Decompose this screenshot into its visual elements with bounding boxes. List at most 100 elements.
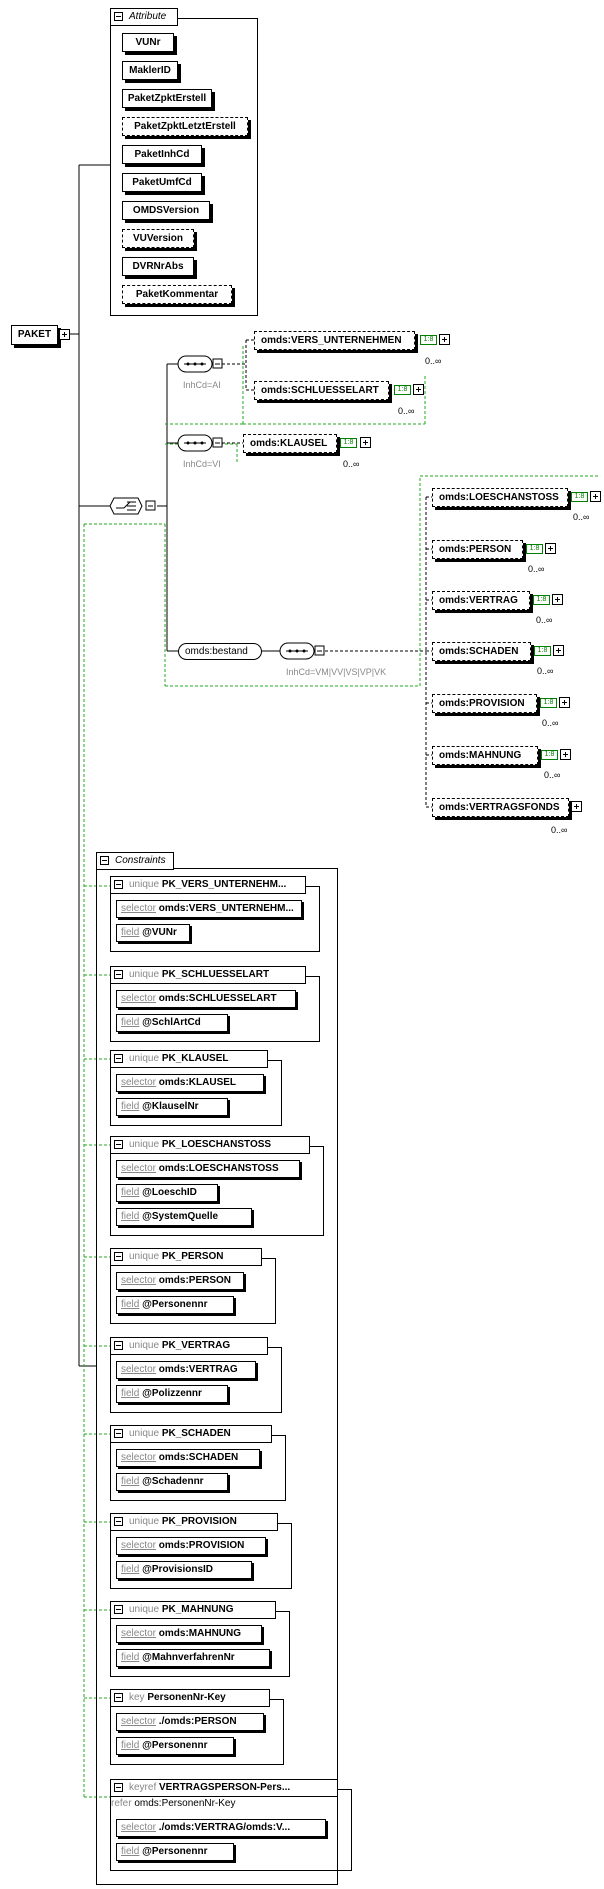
constraint-name: PK_PERSON [161,1251,224,1262]
constraint-header[interactable]: unique PK_PROVISION [110,1513,278,1531]
constraint-header[interactable]: unique PK_SCHADEN [110,1425,272,1443]
collapse-icon[interactable] [114,1140,123,1149]
row-value: omds:SCHADEN [158,1452,239,1463]
selector-row[interactable]: selector ./omds:VERTRAG/omds:V... [116,1819,326,1837]
attribute-panel-tab[interactable]: Attribute [110,8,178,26]
attribute-item[interactable]: MaklerID [122,61,178,80]
element-person[interactable]: omds:PERSON [432,540,523,559]
ls-icon: 1:8 [420,335,437,345]
attribute-item[interactable]: PaketInhCd [122,145,202,164]
selector-row[interactable]: selector omds:VERS_UNTERNEHM... [116,900,302,918]
expand-klausel-icon[interactable] [360,437,371,448]
expand-person-icon[interactable] [545,543,556,554]
field-row[interactable]: field @Personennr [116,1737,234,1755]
attribute-item[interactable]: VUNr [122,33,174,52]
choice-connector [109,497,156,515]
element-vertrag[interactable]: omds:VERTRAG [432,591,530,610]
selector-row[interactable]: selector omds:SCHLUESSELART [116,990,296,1008]
element-schluesselart[interactable]: omds:SCHLUESSELART [254,381,389,400]
element-bestand[interactable]: omds:bestand [178,643,262,660]
selector-row[interactable]: selector omds:PERSON [116,1272,244,1290]
expand-schaden-icon[interactable] [553,645,564,656]
constraints-panel-tab[interactable]: Constraints [96,852,174,870]
field-row[interactable]: field @Polizzennr [116,1385,228,1403]
collapse-icon[interactable] [114,1783,123,1792]
collapse-icon[interactable] [114,1517,123,1526]
field-row[interactable]: field @KlauselNr [116,1098,228,1116]
field-row[interactable]: field @LoeschID [116,1184,218,1202]
constraint-header[interactable]: keyref VERTRAGSPERSON-Pers... [110,1779,338,1797]
constraint-header[interactable]: unique PK_PERSON [110,1248,262,1266]
constraint-header[interactable]: unique PK_SCHLUESSELART [110,966,306,984]
constraint-kind: unique [129,1428,160,1439]
row-keyword: selector [121,1822,157,1833]
field-row[interactable]: field @ProvisionsID [116,1561,252,1579]
expand-provision-icon[interactable] [559,697,570,708]
collapse-icon[interactable] [114,1341,123,1350]
element-provision[interactable]: omds:PROVISION [432,694,537,713]
constraint-header[interactable]: unique PK_VERTRAG [110,1337,268,1355]
attribute-item[interactable]: PaketUmfCd [122,173,202,192]
attribute-item[interactable]: VUVersion [122,229,194,248]
expand-schluesselart-icon[interactable] [413,384,424,395]
collapse-icon[interactable] [100,856,109,865]
constraint-name: PK_KLAUSEL [161,1053,229,1064]
field-row[interactable]: field @Personennr [116,1843,234,1861]
field-row[interactable]: field @SystemQuelle [116,1208,252,1226]
attribute-item[interactable]: PaketKommentar [122,285,232,304]
row-keyword: field [121,1187,140,1198]
collapse-icon[interactable] [114,1429,123,1438]
row-keyword: field [121,1211,140,1222]
root-element-paket[interactable]: PAKET [11,325,58,345]
collapse-root-icon[interactable] [59,329,70,340]
attribute-item[interactable]: PaketZpktLetztErstell [122,117,248,136]
selector-row[interactable]: selector omds:LOESCHANSTOSS [116,1160,300,1178]
element-vers-unternehmen[interactable]: omds:VERS_UNTERNEHMEN [254,331,415,350]
collapse-icon[interactable] [114,12,123,21]
refer-value: omds:PersonenNr-Key [134,1798,236,1809]
constraint-header[interactable]: unique PK_LOESCHANSTOSS [110,1136,310,1154]
constraint-kind: keyref [129,1782,157,1793]
element-schaden[interactable]: omds:SCHADEN [432,642,531,661]
field-row[interactable]: field @Schadennr [116,1473,228,1491]
field-row[interactable]: field @SchlArtCd [116,1014,228,1032]
field-row[interactable]: field @Personennr [116,1296,234,1314]
field-row[interactable]: field @VUNr [116,924,190,942]
expand-vertragsfonds-icon[interactable] [571,801,582,812]
collapse-icon[interactable] [114,1252,123,1261]
collapse-icon[interactable] [114,1693,123,1702]
selector-row[interactable]: selector omds:PROVISION [116,1537,266,1555]
element-loeschanstoss[interactable]: omds:LOESCHANSTOSS [432,488,568,507]
constraint-header[interactable]: unique PK_KLAUSEL [110,1050,268,1068]
selector-row[interactable]: selector ./omds:PERSON [116,1713,264,1731]
row-value: @Polizzennr [142,1388,202,1399]
collapse-icon[interactable] [114,970,123,979]
constraint-body [110,1258,276,1324]
expand-vers-unternehmen-icon[interactable] [439,334,450,345]
constraint-name: PersonenNr-Key [147,1692,226,1703]
constraint-kind: unique [129,1604,160,1615]
selector-row[interactable]: selector omds:VERTRAG [116,1361,256,1379]
collapse-icon[interactable] [114,1054,123,1063]
selector-row[interactable]: selector omds:MAHNUNG [116,1625,262,1643]
field-row[interactable]: field @MahnverfahrenNr [116,1649,270,1667]
expand-mahnung-icon[interactable] [560,749,571,760]
row-value: @VUNr [142,927,177,938]
collapse-icon[interactable] [114,1605,123,1614]
constraint-header[interactable]: key PersonenNr-Key [110,1689,270,1707]
constraint-header[interactable]: unique PK_MAHNUNG [110,1601,276,1619]
expand-vertrag-icon[interactable] [552,594,563,605]
constraint-body [110,976,320,1042]
constraint-header[interactable]: unique PK_VERS_UNTERNEHM... [110,876,306,894]
collapse-icon[interactable] [114,880,123,889]
attribute-item[interactable]: OMDSVersion [122,201,210,220]
expand-loeschanstoss-icon[interactable] [590,491,601,502]
card-klausel: 0..∞ [343,459,360,469]
element-mahnung[interactable]: omds:MAHNUNG [432,746,538,765]
attribute-item[interactable]: DVRNrAbs [122,257,194,276]
selector-row[interactable]: selector omds:KLAUSEL [116,1074,264,1092]
element-vertragsfonds[interactable]: omds:VERTRAGSFONDS [432,798,569,817]
selector-row[interactable]: selector omds:SCHADEN [116,1449,260,1467]
element-klausel[interactable]: omds:KLAUSEL [243,434,337,453]
attribute-item[interactable]: PaketZpktErstell [122,89,212,108]
